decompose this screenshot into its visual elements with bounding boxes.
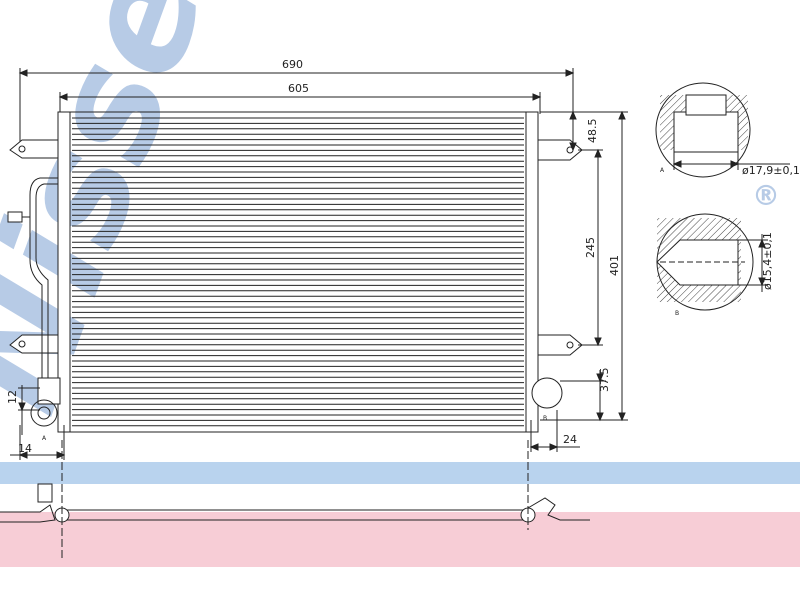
label-48-5: 48.5: [586, 119, 599, 144]
detail-b: [656, 213, 768, 311]
label-14: 14: [18, 442, 32, 455]
port-a: [30, 377, 61, 427]
dimension-401: [540, 110, 628, 422]
label-690: 690: [282, 58, 303, 71]
core-fins: [72, 117, 524, 427]
label-401: 401: [608, 255, 621, 276]
label-12: 12: [6, 390, 19, 404]
dimension-37-5: [560, 370, 606, 422]
dimension-24: [529, 410, 580, 452]
dimension-245: [578, 148, 603, 347]
detail-b-letter: B: [675, 310, 679, 317]
dimension-690: [18, 68, 575, 150]
port-b: [531, 377, 563, 409]
detail-b-diameter: ø15,4±0,1: [761, 232, 774, 290]
dimension-12: [18, 385, 40, 435]
right-bottom-bracket: [537, 334, 583, 356]
blue-band: [0, 462, 800, 484]
detail-a: [655, 82, 790, 178]
port-b-letter: B: [543, 415, 547, 422]
detail-a-letter: A: [660, 167, 665, 174]
pink-band: [0, 512, 800, 567]
label-24: 24: [563, 433, 577, 446]
detail-a-diameter: ø17,9±0,1: [742, 164, 800, 177]
port-a-letter: A: [42, 435, 47, 442]
label-605: 605: [288, 82, 309, 95]
inlet-pipe: [7, 177, 58, 380]
side-view: [0, 483, 590, 523]
condenser-core: [69, 111, 527, 433]
left-bottom-bracket: [9, 334, 59, 354]
label-245: 245: [584, 237, 597, 258]
dimension-14: [10, 425, 66, 460]
dimension-605: [58, 92, 542, 114]
label-37-5: 37.5: [598, 368, 611, 393]
left-top-bracket: [9, 139, 59, 159]
registered-mark: ®: [752, 179, 780, 212]
